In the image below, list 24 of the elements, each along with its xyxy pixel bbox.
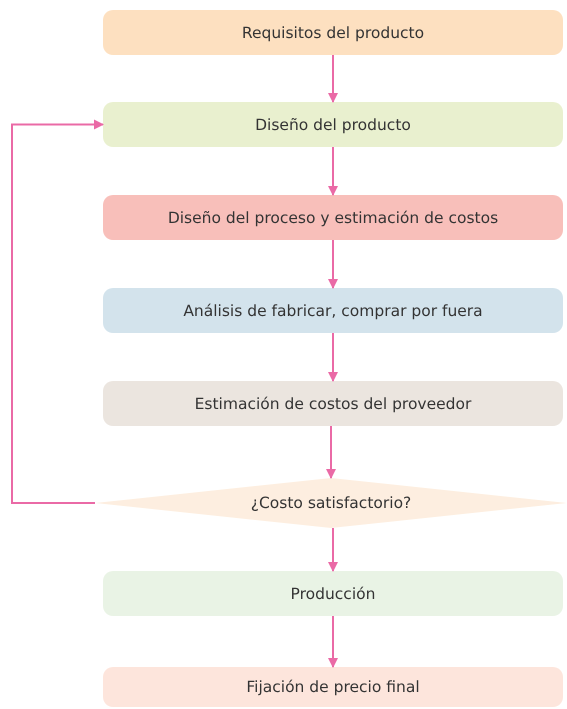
process-box: [103, 381, 563, 426]
arrow: [328, 55, 338, 103]
process-box: [103, 195, 563, 240]
node-label: Requisitos del producto: [242, 24, 424, 42]
process-box: [103, 102, 563, 147]
arrow: [328, 333, 338, 382]
node-label: Análisis de fabricar, comprar por fuera: [183, 302, 483, 320]
arrow: [328, 240, 338, 289]
arrow: [328, 616, 338, 668]
arrow: [328, 147, 338, 196]
process-box: [103, 571, 563, 616]
node-label: Estimación de costos del proveedor: [194, 394, 472, 412]
arrow: [328, 528, 338, 572]
arrow: [11, 120, 104, 504]
process-box: [103, 667, 563, 707]
node-label: Diseño del proceso y estimación de costos: [168, 208, 498, 226]
node-label: Producción: [290, 584, 376, 602]
decision-diamond: [95, 478, 567, 528]
arrow: [326, 426, 336, 479]
node-label: Diseño del producto: [255, 116, 411, 134]
process-box: [103, 10, 563, 55]
process-box: [103, 288, 563, 333]
node-label: Fijación de precio final: [246, 678, 420, 696]
node-label: ¿Costo satisfactorio?: [250, 494, 412, 512]
